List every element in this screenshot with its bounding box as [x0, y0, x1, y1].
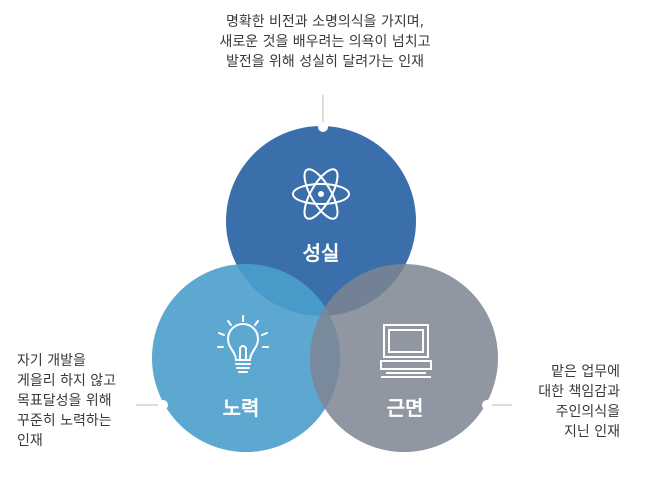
caption-line: 명확한 비전과 소명의식을 가지며, — [225, 14, 425, 30]
circle-label-effort: 노력 — [223, 396, 260, 420]
caption-line: 꾸준히 노력하는 — [17, 413, 112, 429]
caption-line: 인재 — [17, 433, 43, 449]
caption-line: 목표달성을 위해 — [17, 393, 112, 409]
caption-line: 맡은 업무에 — [551, 364, 620, 380]
caption-effort: 자기 개발을 게을리 하지 않고 목표달성을 위해 꾸준히 노력하는 인재 — [17, 351, 147, 451]
caption-diligence: 맡은 업무에 대한 책임감과 주인의식을 지닌 인재 — [490, 362, 620, 442]
circle-label-diligence: 근면 — [387, 396, 424, 420]
caption-line: 주인의식을 — [555, 404, 620, 420]
caption-line: 새로운 것을 배우려는 의욕이 넘치고 — [219, 34, 431, 50]
caption-line: 발전을 위해 성실히 달려가는 인재 — [225, 54, 425, 70]
computer-icon — [380, 324, 432, 378]
caption-line: 대한 책임감과 — [538, 384, 620, 400]
lightbulb-icon — [217, 315, 269, 373]
circle-label-sincerity: 성실 — [303, 241, 340, 265]
caption-line: 자기 개발을 — [17, 353, 86, 369]
connector-dot-left — [158, 400, 168, 410]
connector-dot-right — [482, 400, 492, 410]
connector-dot-top — [318, 122, 328, 132]
caption-line: 지닌 인재 — [564, 424, 620, 440]
caption-sincerity: 명확한 비전과 소명의식을 가지며, 새로운 것을 배우려는 의욕이 넘치고 발… — [175, 12, 475, 72]
caption-line: 게을리 하지 않고 — [17, 373, 117, 389]
atom-icon — [292, 168, 350, 220]
